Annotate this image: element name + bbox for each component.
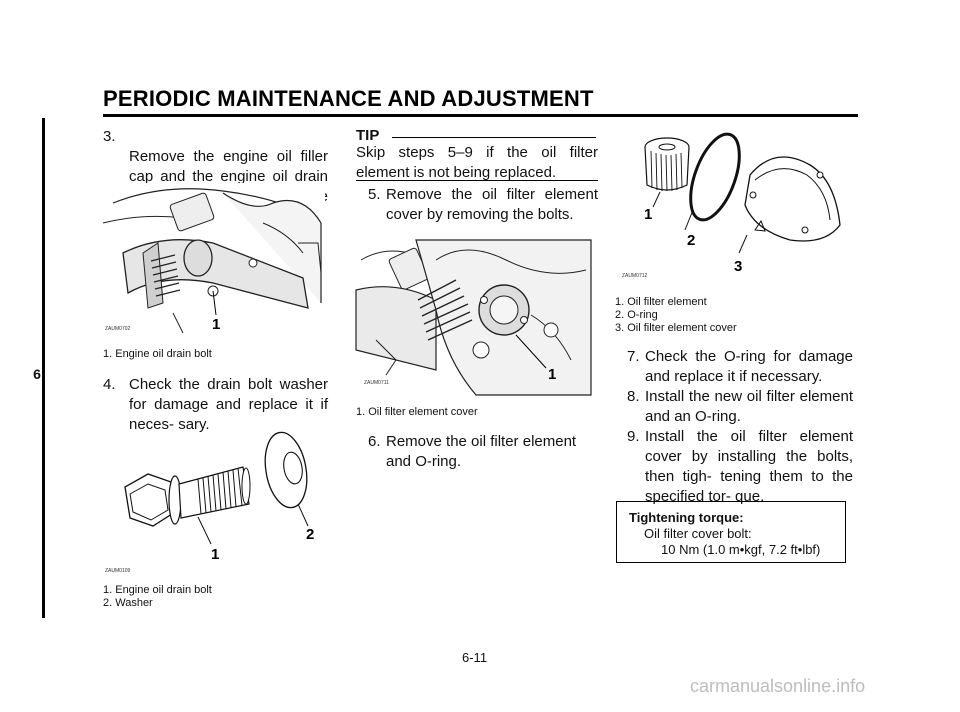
- page-number: 6-11: [462, 650, 488, 665]
- torque-item: Oil filter cover bolt:: [644, 526, 752, 541]
- step-6-number: 6.: [368, 433, 381, 450]
- figure-1-callout-1: 1: [212, 316, 221, 333]
- step-3-number: 3.: [103, 128, 116, 145]
- torque-spec-box: Tightening torque: Oil filter cover bolt…: [616, 501, 846, 563]
- step-7: 7. Check the O-ring for damage and repla…: [627, 347, 853, 387]
- section-tab-bar: [42, 118, 45, 618]
- page-title: PERIODIC MAINTENANCE AND ADJUSTMENT: [103, 86, 594, 111]
- figure-2-code: ZAUM0109: [105, 568, 131, 574]
- figure-4-callout-3: 3: [734, 258, 743, 275]
- section-tab-label: 6: [33, 366, 41, 382]
- tip-text: Skip steps 5–9 if the oil filter element…: [356, 144, 598, 181]
- step-8-text: Install the new oil filter element and a…: [645, 388, 853, 425]
- figure-engine-drain-bolt: [102, 183, 325, 338]
- figure-3-callout-1: 1: [548, 366, 557, 383]
- step-9: 9. Install the oil filter element cover …: [627, 427, 853, 507]
- figure-1-caption-1: 1. Engine oil drain bolt: [103, 348, 212, 360]
- figure-3-code: ZAUM0711: [364, 380, 389, 386]
- tip-rule-bottom: [356, 180, 598, 181]
- step-6: 6. Remove the oil filter element and O-r…: [368, 432, 600, 472]
- figure-bolt-and-washer: [124, 431, 309, 545]
- step-7-text: Check the O-ring for damage and replace …: [645, 348, 853, 385]
- step-9-number: 9.: [627, 428, 640, 445]
- figure-2-caption-1: 1. Engine oil drain bolt: [103, 584, 212, 596]
- step-8: 8. Install the new oil filter element an…: [627, 387, 853, 427]
- tip-rule-top: [392, 137, 596, 138]
- header-rule: [103, 114, 858, 117]
- figure-4-caption-1: 1. Oil filter element: [615, 296, 707, 308]
- watermark: carmanualsonline.info: [690, 676, 866, 696]
- step-4-text: Check the drain bolt washer for damage a…: [129, 376, 328, 433]
- figure-4-callout-1: 1: [644, 206, 653, 223]
- step-4-number: 4.: [103, 376, 116, 393]
- torque-title: Tightening torque:: [629, 510, 744, 525]
- step-9-text: Install the oil filter element cover by …: [645, 428, 853, 505]
- step-4: 4. Check the drain bolt washer for damag…: [103, 375, 328, 435]
- figure-4-caption-3: 3. Oil filter element cover: [615, 322, 737, 334]
- step-8-number: 8.: [627, 388, 640, 405]
- figure-oil-filter-cover: [355, 239, 592, 396]
- figure-4-code: ZAUM0712: [622, 273, 648, 279]
- figure-2-callout-2: 2: [306, 526, 315, 543]
- figure-4-callout-2: 2: [687, 232, 696, 249]
- figure-1-code: ZAUM0702: [105, 326, 131, 332]
- figure-4-caption-2: 2. O-ring: [615, 309, 658, 321]
- figure-2-callout-1: 1: [211, 546, 220, 563]
- step-5-text: Remove the oil filter element cover by r…: [386, 186, 598, 223]
- figure-3-caption-1: 1. Oil filter element cover: [356, 406, 478, 418]
- step-7-number: 7.: [627, 348, 640, 365]
- figure-2-caption-2: 2. Washer: [103, 597, 153, 609]
- tip-label: TIP: [356, 127, 380, 144]
- figure-filter-oring-cover: [644, 132, 841, 254]
- step-5: 5. Remove the oil filter element cover b…: [368, 185, 598, 225]
- step-5-number: 5.: [368, 186, 381, 203]
- torque-value: 10 Nm (1.0 m•kgf, 7.2 ft•lbf): [661, 542, 821, 557]
- step-6-text: Remove the oil filter element and O-ring…: [386, 433, 577, 470]
